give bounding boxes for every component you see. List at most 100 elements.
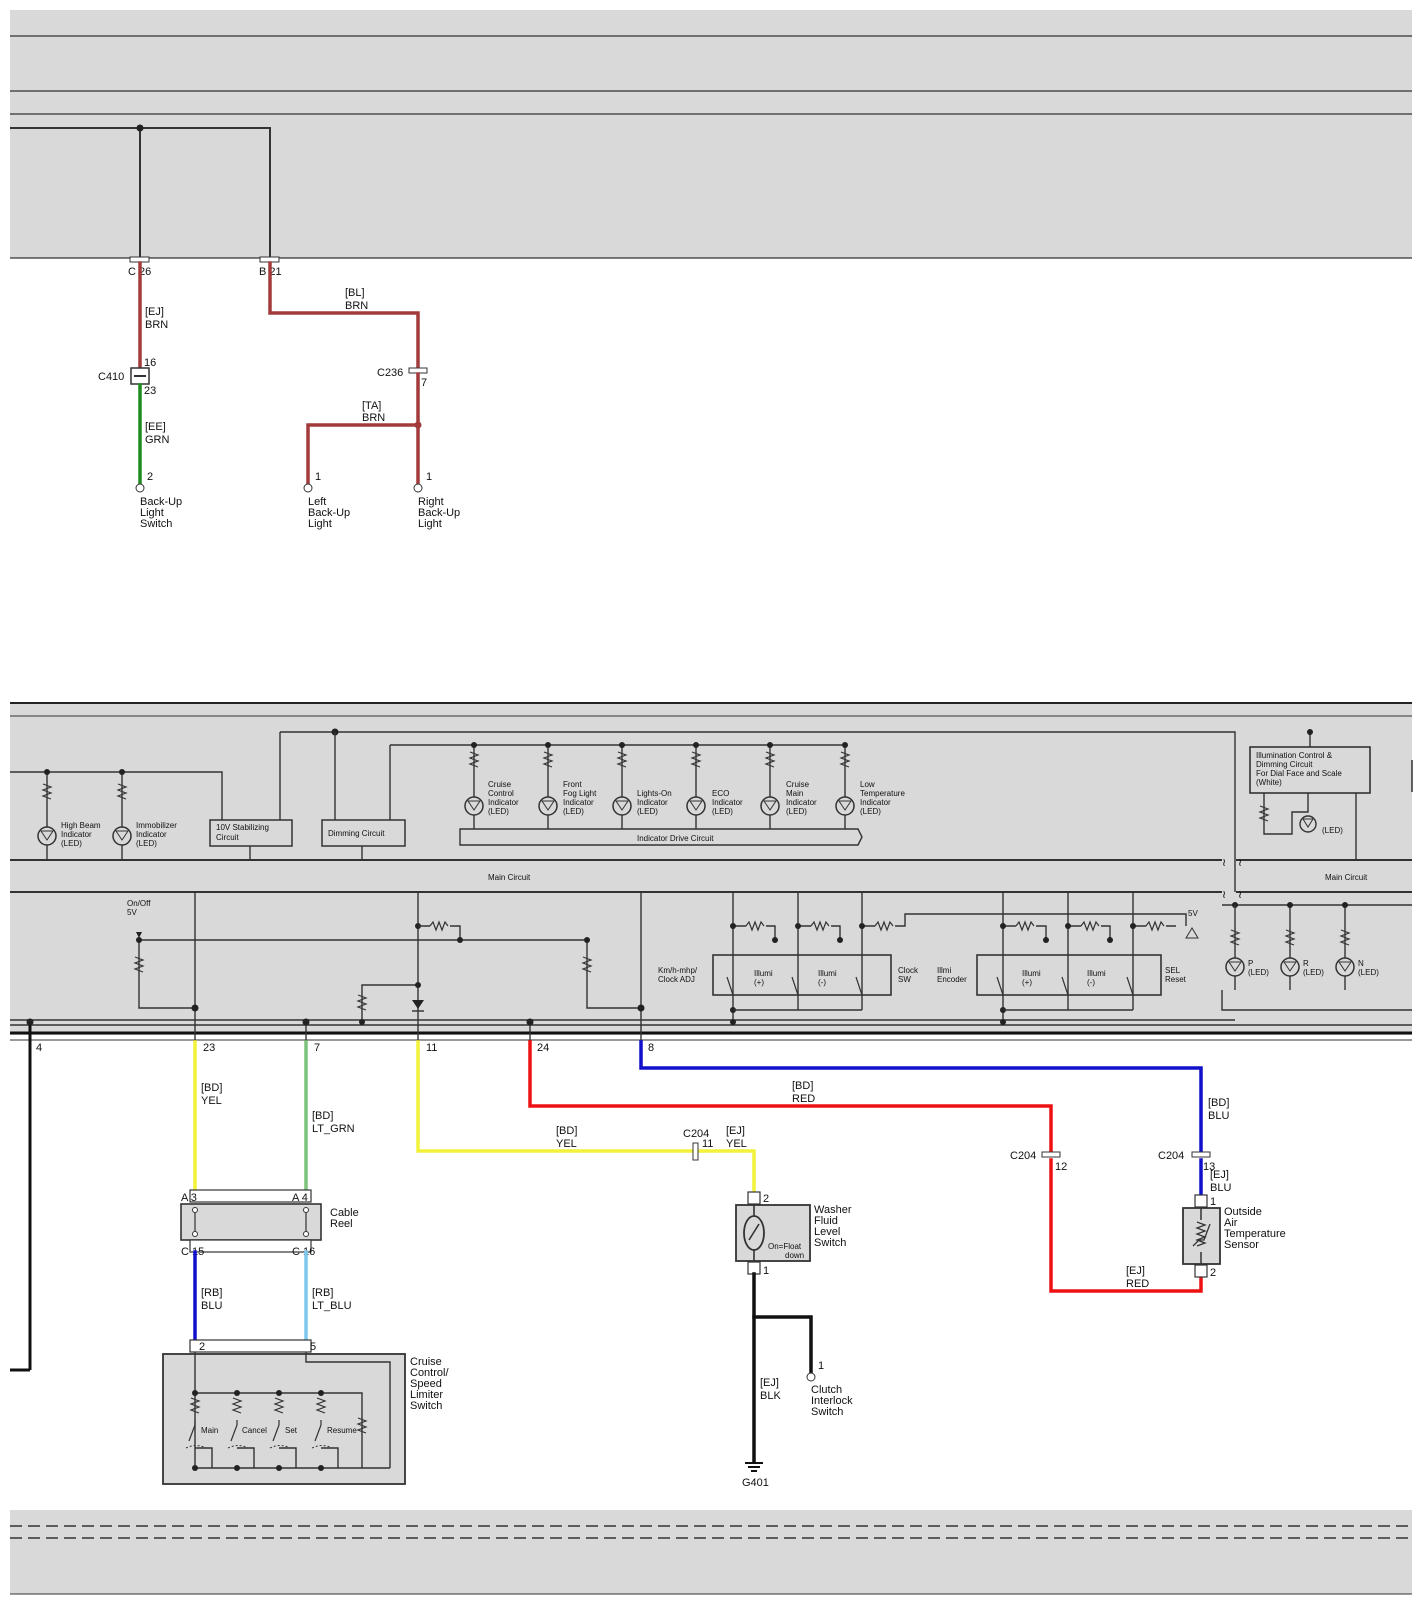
wire-code: [TA] bbox=[362, 400, 381, 412]
wire-code: [EE] bbox=[145, 421, 166, 433]
gear-n-led: N (LED) bbox=[1335, 902, 1379, 990]
svg-text:(LED): (LED) bbox=[61, 839, 82, 848]
component-label: Cruise bbox=[410, 1356, 442, 1368]
svg-text:Indicator: Indicator bbox=[860, 798, 891, 807]
svg-text:Fog Light: Fog Light bbox=[563, 789, 597, 798]
block-label: Indicator Drive Circuit bbox=[637, 834, 714, 843]
svg-text:Immobilizer: Immobilizer bbox=[136, 821, 177, 830]
pin-label: 7 bbox=[421, 377, 427, 389]
component-label: Interlock bbox=[811, 1395, 853, 1407]
svg-text:[RB]: [RB] bbox=[312, 1287, 333, 1299]
svg-text:(LED): (LED) bbox=[860, 807, 881, 816]
dimming-circuit-block bbox=[321, 819, 406, 847]
component-label: Switch bbox=[814, 1237, 846, 1249]
top-fuse-panel bbox=[10, 10, 1412, 259]
svg-text:Encoder: Encoder bbox=[937, 975, 967, 984]
component-label: Cable bbox=[330, 1207, 359, 1219]
svg-text:Temperature: Temperature bbox=[860, 789, 905, 798]
svg-text:Illumi: Illumi bbox=[754, 969, 773, 978]
component-label: Back-Up bbox=[308, 507, 350, 519]
component-label: Light bbox=[140, 507, 164, 519]
svg-text:23: 23 bbox=[203, 1042, 215, 1054]
svg-text:BLU: BLU bbox=[1210, 1182, 1231, 1194]
component-label: Temperature bbox=[1224, 1228, 1286, 1240]
pin-label: 16 bbox=[144, 357, 156, 369]
component-label: Back-Up bbox=[140, 496, 182, 508]
gear-r-led: R (LED) bbox=[1280, 902, 1324, 990]
svg-text:1: 1 bbox=[1210, 1196, 1216, 1208]
component-label: Fluid bbox=[814, 1215, 838, 1227]
svg-text:[RB]: [RB] bbox=[201, 1287, 222, 1299]
switch-terminal bbox=[135, 483, 145, 493]
front-fog-indicator: Front Fog Light Indicator (LED) bbox=[538, 742, 597, 829]
cruise-control-switch: Main Cancel Set Resume bbox=[162, 1339, 406, 1485]
bottom-ground-panel bbox=[10, 1510, 1412, 1595]
svg-text:For Dial Face and Scale: For Dial Face and Scale bbox=[1256, 769, 1342, 778]
cable-reel bbox=[180, 1189, 322, 1253]
svg-text:(+): (+) bbox=[1022, 978, 1032, 987]
svg-text:Km/h-mhp/: Km/h-mhp/ bbox=[658, 966, 698, 975]
svg-text:(LED): (LED) bbox=[637, 807, 658, 816]
main-circuit-label-right: Main Circuit bbox=[1325, 873, 1368, 882]
washer-fluid-level-switch: On=Float down bbox=[735, 1191, 811, 1275]
svg-text:BLK: BLK bbox=[760, 1390, 781, 1402]
svg-text:Indicator: Indicator bbox=[563, 798, 594, 807]
svg-text:≀: ≀ bbox=[1238, 889, 1242, 901]
svg-text:down: down bbox=[785, 1251, 804, 1260]
block-label: Circuit bbox=[216, 833, 239, 842]
component-label: Right bbox=[418, 496, 444, 508]
svg-text:(-): (-) bbox=[1087, 978, 1095, 987]
stabilizing-circuit-block bbox=[209, 819, 293, 847]
svg-text:Indicator: Indicator bbox=[712, 798, 743, 807]
svg-text:[EJ]: [EJ] bbox=[760, 1377, 779, 1389]
svg-text:2: 2 bbox=[1210, 1267, 1216, 1279]
onoff-label: On/Off bbox=[127, 899, 151, 908]
svg-text:RED: RED bbox=[792, 1093, 815, 1105]
gauge-pin-labels: 4 23 7 11 24 8 bbox=[36, 1042, 654, 1054]
svg-text:Illumi: Illumi bbox=[818, 969, 837, 978]
svg-text:(LED): (LED) bbox=[712, 807, 733, 816]
svg-text:SW: SW bbox=[898, 975, 911, 984]
svg-text:11: 11 bbox=[426, 1042, 437, 1054]
svg-text:Reset: Reset bbox=[1165, 975, 1187, 984]
svg-text:Dimming Circuit: Dimming Circuit bbox=[1256, 760, 1313, 769]
c410-label: C410 bbox=[98, 371, 124, 383]
svg-text:≀: ≀ bbox=[1222, 889, 1226, 901]
clutch-terminal bbox=[806, 1372, 816, 1382]
svg-text:High Beam: High Beam bbox=[61, 821, 101, 830]
svg-text:C204: C204 bbox=[1010, 1150, 1036, 1162]
pin-label: C 15 bbox=[181, 1246, 204, 1258]
pin-label: 1 bbox=[315, 471, 321, 483]
svg-text:YEL: YEL bbox=[556, 1138, 577, 1150]
svg-text:8: 8 bbox=[648, 1042, 654, 1054]
component-label: Washer bbox=[814, 1204, 852, 1216]
svg-text:[BD]: [BD] bbox=[556, 1125, 577, 1137]
svg-text:11: 11 bbox=[702, 1138, 713, 1150]
pin-label: 2 bbox=[199, 1341, 205, 1353]
svg-text:(LED): (LED) bbox=[1322, 826, 1343, 835]
component-label: Speed bbox=[410, 1378, 442, 1390]
svg-text:≀: ≀ bbox=[1238, 857, 1242, 869]
pin-label: 1 bbox=[426, 471, 432, 483]
svg-text:P: P bbox=[1248, 959, 1253, 968]
pin-label: A 3 bbox=[181, 1192, 197, 1204]
wire-bl-brn bbox=[268, 261, 420, 370]
svg-text:1: 1 bbox=[763, 1265, 769, 1277]
svg-text:[EJ]: [EJ] bbox=[1126, 1265, 1145, 1277]
svg-text:4: 4 bbox=[36, 1042, 42, 1054]
gauge-control-unit bbox=[10, 702, 1412, 1041]
svg-text:5V: 5V bbox=[1188, 909, 1198, 918]
svg-text:[EJ]: [EJ] bbox=[1210, 1169, 1229, 1181]
svg-text:[BD]: [BD] bbox=[1208, 1097, 1229, 1109]
svg-text:Illumi: Illumi bbox=[1022, 969, 1041, 978]
component-label: Limiter bbox=[410, 1389, 443, 1401]
svg-text:(LED): (LED) bbox=[786, 807, 807, 816]
svg-text:ECO: ECO bbox=[712, 789, 729, 798]
svg-text:Clock ADJ: Clock ADJ bbox=[658, 975, 695, 984]
svg-text:1: 1 bbox=[818, 1360, 824, 1372]
connector-c204-washer bbox=[692, 1142, 699, 1161]
right-light-terminal bbox=[413, 483, 423, 493]
svg-text:[EJ]: [EJ] bbox=[726, 1125, 745, 1137]
ground-symbol bbox=[745, 1462, 763, 1472]
connector-c204-blu bbox=[1191, 1151, 1211, 1158]
